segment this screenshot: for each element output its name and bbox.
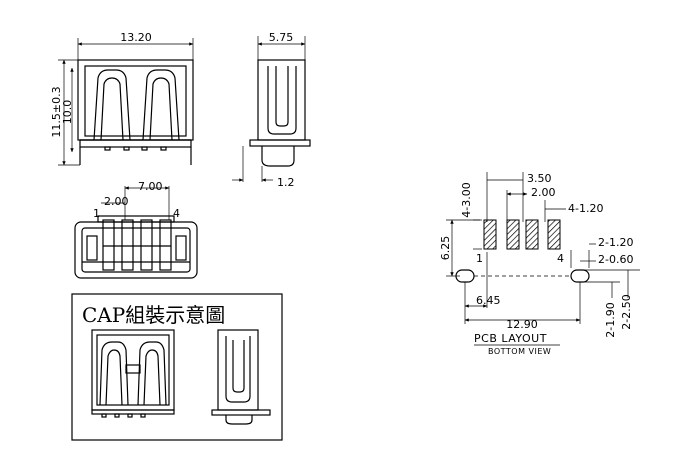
pcb-pad [506,219,520,250]
bottom-view: 7.00 2.00 1 4 [74,180,198,279]
pcb-inner-pitch-label: 2.00 [531,186,556,199]
pcb-pad [547,219,561,250]
pcb-slot-length-label: 2-1.90 [604,302,617,337]
bottom-span-label: 7.00 [138,180,163,193]
front-view: 13.20 11.5±0.3 10.0 [50,31,194,166]
bottom-pin-first: 1 [93,207,100,220]
pcb-slot-span-label: 2-2.50 [620,294,633,329]
bottom-pitch-label: 2.00 [104,195,129,208]
pcb-slot-height-label: 2-0.60 [598,253,633,266]
pcb-slot [570,269,590,283]
pcb-slot-distance-label: 6.45 [476,294,501,307]
side-pin-offset-label: 1.2 [277,176,295,189]
front-height-outer-label: 11.5±0.3 [50,86,63,137]
cap-assembly-box: CAP組裝示意圖 [71,293,283,441]
pcb-pin-first: 1 [476,252,483,265]
pcb-total-width-label: 12.90 [506,318,538,331]
pcb-pad [483,219,497,250]
pcb-pin-last: 4 [557,252,564,265]
pcb-pad-height-label: 4-3.00 [460,182,473,217]
pcb-layout: 3.50 2.00 4-1.20 4-3.00 6.25 1 4 2-1.20 … [439,172,640,356]
pcb-title: PCB LAYOUT [474,332,547,345]
side-width-label: 5.75 [269,31,294,44]
pcb-row-offset-label: 6.25 [439,236,452,261]
pcb-slot-width-label: 2-1.20 [598,236,633,249]
pcb-outer-pitch-label: 3.50 [527,172,552,185]
side-view: 5.75 1.2 [232,31,311,189]
pcb-pad-width-label: 4-1.20 [568,202,603,215]
bottom-pin-last: 4 [173,207,180,220]
pcb-subtitle: BOTTOM VIEW [488,347,551,356]
pcb-pad [525,219,539,250]
front-height-inner-label: 10.0 [61,100,74,125]
cap-title: CAP組裝示意圖 [82,303,225,327]
front-width-label: 13.20 [120,31,152,44]
